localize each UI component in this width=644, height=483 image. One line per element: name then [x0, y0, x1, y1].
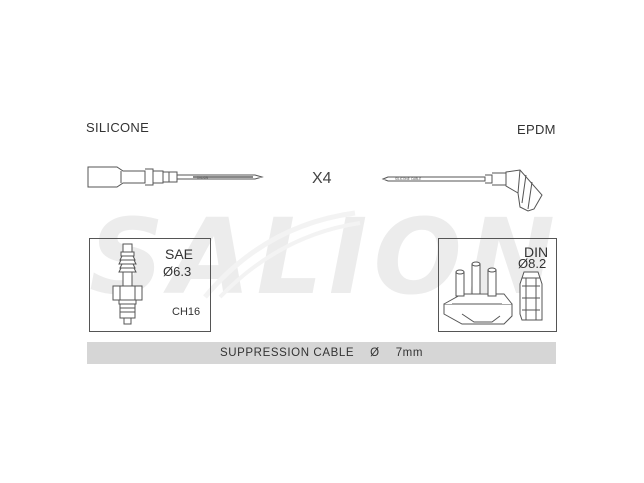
- quantity-label: X4: [312, 170, 332, 187]
- diameter-symbol: Ø: [370, 347, 380, 359]
- sae-diameter: Ø6.3: [163, 264, 192, 279]
- suppression-cable-bar: SUPPRESSION CABLE Ø 7mm: [87, 342, 556, 364]
- din-diameter: Ø8.2: [518, 256, 547, 271]
- din-title: DIN: [524, 244, 549, 260]
- epdm-cable-icon: SILICONE CABLE: [381, 169, 543, 212]
- cable-size-value: 7mm: [395, 347, 424, 359]
- epdm-label: EPDM: [517, 122, 556, 137]
- right-cable-print: SILICONE CABLE: [395, 177, 421, 181]
- din-terminal-box: [438, 238, 557, 332]
- cable-type-label: SUPPRESSION CABLE: [219, 347, 355, 359]
- sae-terminal-box: [89, 238, 211, 332]
- left-cable-print: SALION: [197, 175, 208, 179]
- sae-plug-icon: [112, 243, 143, 325]
- sae-title: SAE: [165, 246, 194, 262]
- salion-watermark: SALION: [89, 205, 555, 300]
- din-cap-icon: [443, 261, 543, 325]
- silicone-label: SILICONE: [86, 120, 150, 135]
- sae-hex-size: CH16: [172, 306, 201, 318]
- silicone-cable-icon: SALION: [87, 166, 264, 188]
